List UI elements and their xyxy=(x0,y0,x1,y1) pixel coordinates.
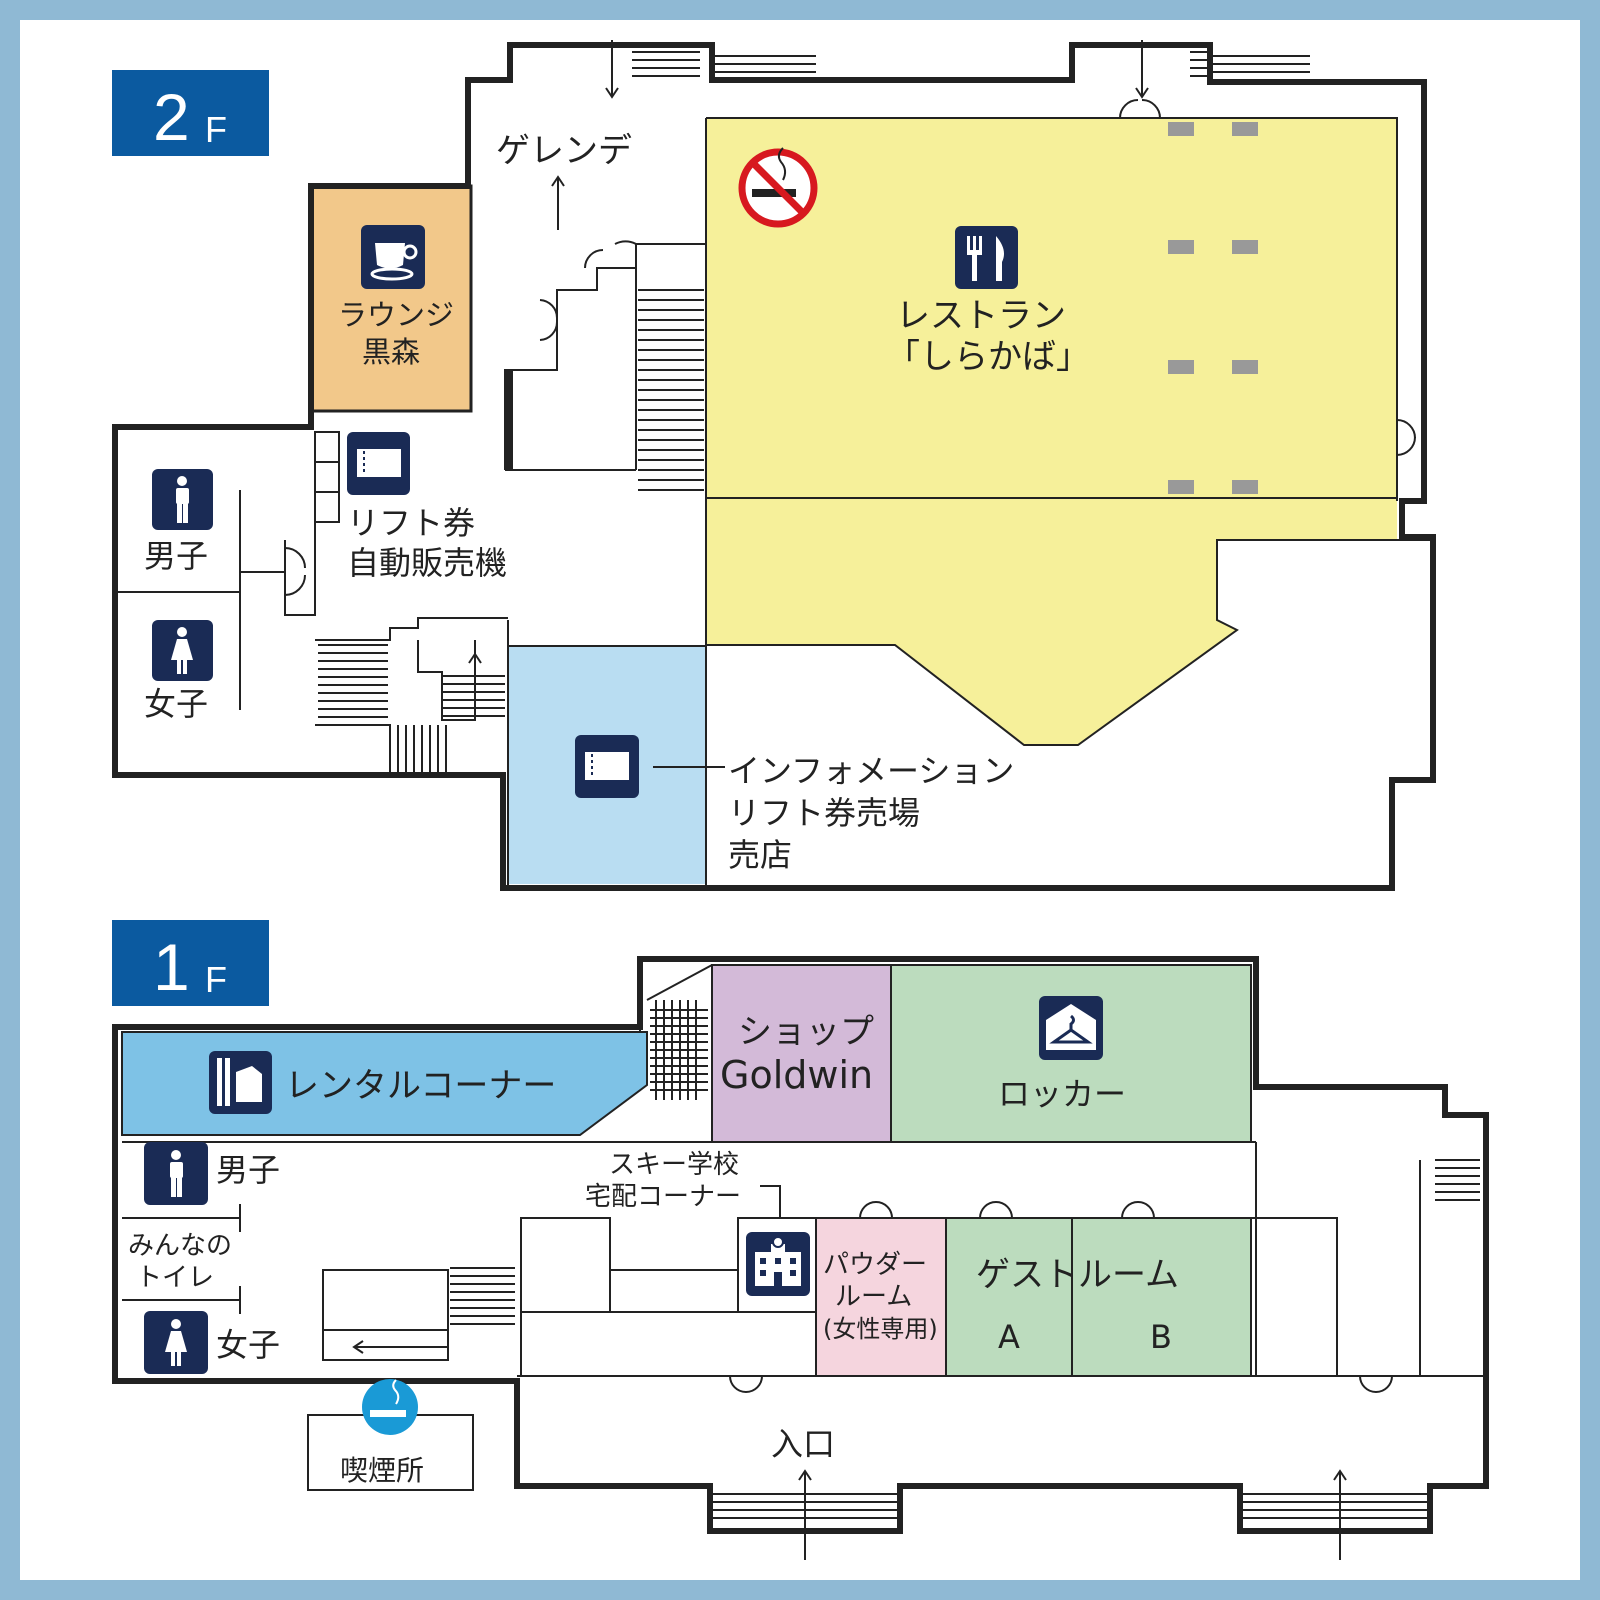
lounge-label-1: ラウンジ xyxy=(338,298,454,332)
women-restroom-label-2f: 女子 xyxy=(144,685,208,723)
guest-room-b-label: B xyxy=(1150,1318,1172,1356)
lift-machine-label-1: リフト券 xyxy=(347,504,475,542)
floor-2-badge: 2 F xyxy=(112,70,269,156)
restaurant-label-2: 「しらかば」 xyxy=(886,337,1090,377)
smoking-icon xyxy=(362,1379,418,1435)
coffee-cup-icon xyxy=(361,225,425,289)
floor-2-walls xyxy=(112,42,1436,891)
arrows-2f xyxy=(468,40,1149,715)
stairs-2f-center xyxy=(638,289,704,491)
shop-goldwin xyxy=(711,964,892,1143)
pillars xyxy=(1168,122,1258,494)
accessible-restroom-label-1: みんなの xyxy=(128,1231,232,1261)
slope-label: ゲレンデ xyxy=(496,131,632,171)
svg-text:F: F xyxy=(205,109,227,150)
powder-room-label-3: (女性専用) xyxy=(823,1315,938,1343)
locker-label: ロッカー xyxy=(998,1075,1126,1113)
guest-room-label: ゲストルーム xyxy=(976,1255,1179,1295)
man-icon xyxy=(152,469,213,530)
restaurant-label-1: レストラン xyxy=(896,296,1066,336)
information-label-3: 売店 xyxy=(728,836,792,874)
lounge-room xyxy=(309,184,473,413)
stairs-1f-left xyxy=(450,1267,515,1325)
lift-machine-label-2: 自動販売機 xyxy=(347,544,507,582)
entrance-label: 入口 xyxy=(771,1425,835,1463)
powder-room-label-1: パウダー xyxy=(823,1250,927,1280)
ski-school-label-2: 宅配コーナー xyxy=(585,1182,741,1212)
woman-icon xyxy=(152,620,213,681)
svg-text:1: 1 xyxy=(153,930,190,1004)
ski-school-label-1: スキー学校 xyxy=(609,1150,739,1180)
stairs-1f-right xyxy=(1435,1159,1480,1201)
doors-1f xyxy=(729,1201,1393,1393)
svg-text:2: 2 xyxy=(153,80,190,154)
rental-corner-label: レンタルコーナー xyxy=(285,1066,556,1106)
guest-room-a xyxy=(945,1217,1073,1377)
svg-text:F: F xyxy=(205,959,227,1000)
ski-rental-icon xyxy=(209,1051,272,1114)
guest-room-b xyxy=(1071,1217,1252,1377)
lounge-label-2: 黒森 xyxy=(362,335,420,369)
floor-1-walls xyxy=(112,956,1489,1534)
stairs-1f-bottom xyxy=(712,1493,1428,1519)
stairs-2f-left xyxy=(318,644,505,772)
floor-1-inner-lines xyxy=(122,964,1486,1377)
smoking-room-label: 喫煙所 xyxy=(340,1454,424,1487)
school-icon xyxy=(746,1232,810,1296)
guest-room-a-label: A xyxy=(998,1318,1020,1356)
information-label-2: リフト券売場 xyxy=(728,794,920,832)
powder-room-label-2: ルーム xyxy=(835,1282,912,1312)
information-label-1: インフォメーション xyxy=(728,752,1014,790)
ticket-icon xyxy=(575,735,639,798)
woman-icon xyxy=(144,1311,208,1374)
ticket-icon xyxy=(347,432,410,495)
accessible-restroom-label-2: トイレ xyxy=(136,1263,214,1293)
men-restroom-label-1f: 男子 xyxy=(216,1151,280,1189)
locker-hanger-icon xyxy=(1039,996,1103,1060)
women-restroom-label-1f: 女子 xyxy=(216,1326,280,1364)
arrows-1f xyxy=(352,1340,1347,1560)
shop-label-2: Goldwin xyxy=(720,1053,873,1097)
no-smoking-icon xyxy=(738,147,818,228)
stairs-1f-center xyxy=(650,1000,708,1100)
stairs-2f-top xyxy=(632,51,1310,77)
doors-2f xyxy=(284,99,1416,596)
powder-room xyxy=(815,1217,947,1377)
restaurant-area xyxy=(706,118,1397,745)
man-icon xyxy=(144,1142,208,1205)
floor-1-badge: 1 F xyxy=(112,920,269,1006)
shop-label-1: ショップ xyxy=(738,1012,874,1052)
men-restroom-label-2f: 男子 xyxy=(144,537,208,575)
cutlery-icon xyxy=(955,226,1018,289)
